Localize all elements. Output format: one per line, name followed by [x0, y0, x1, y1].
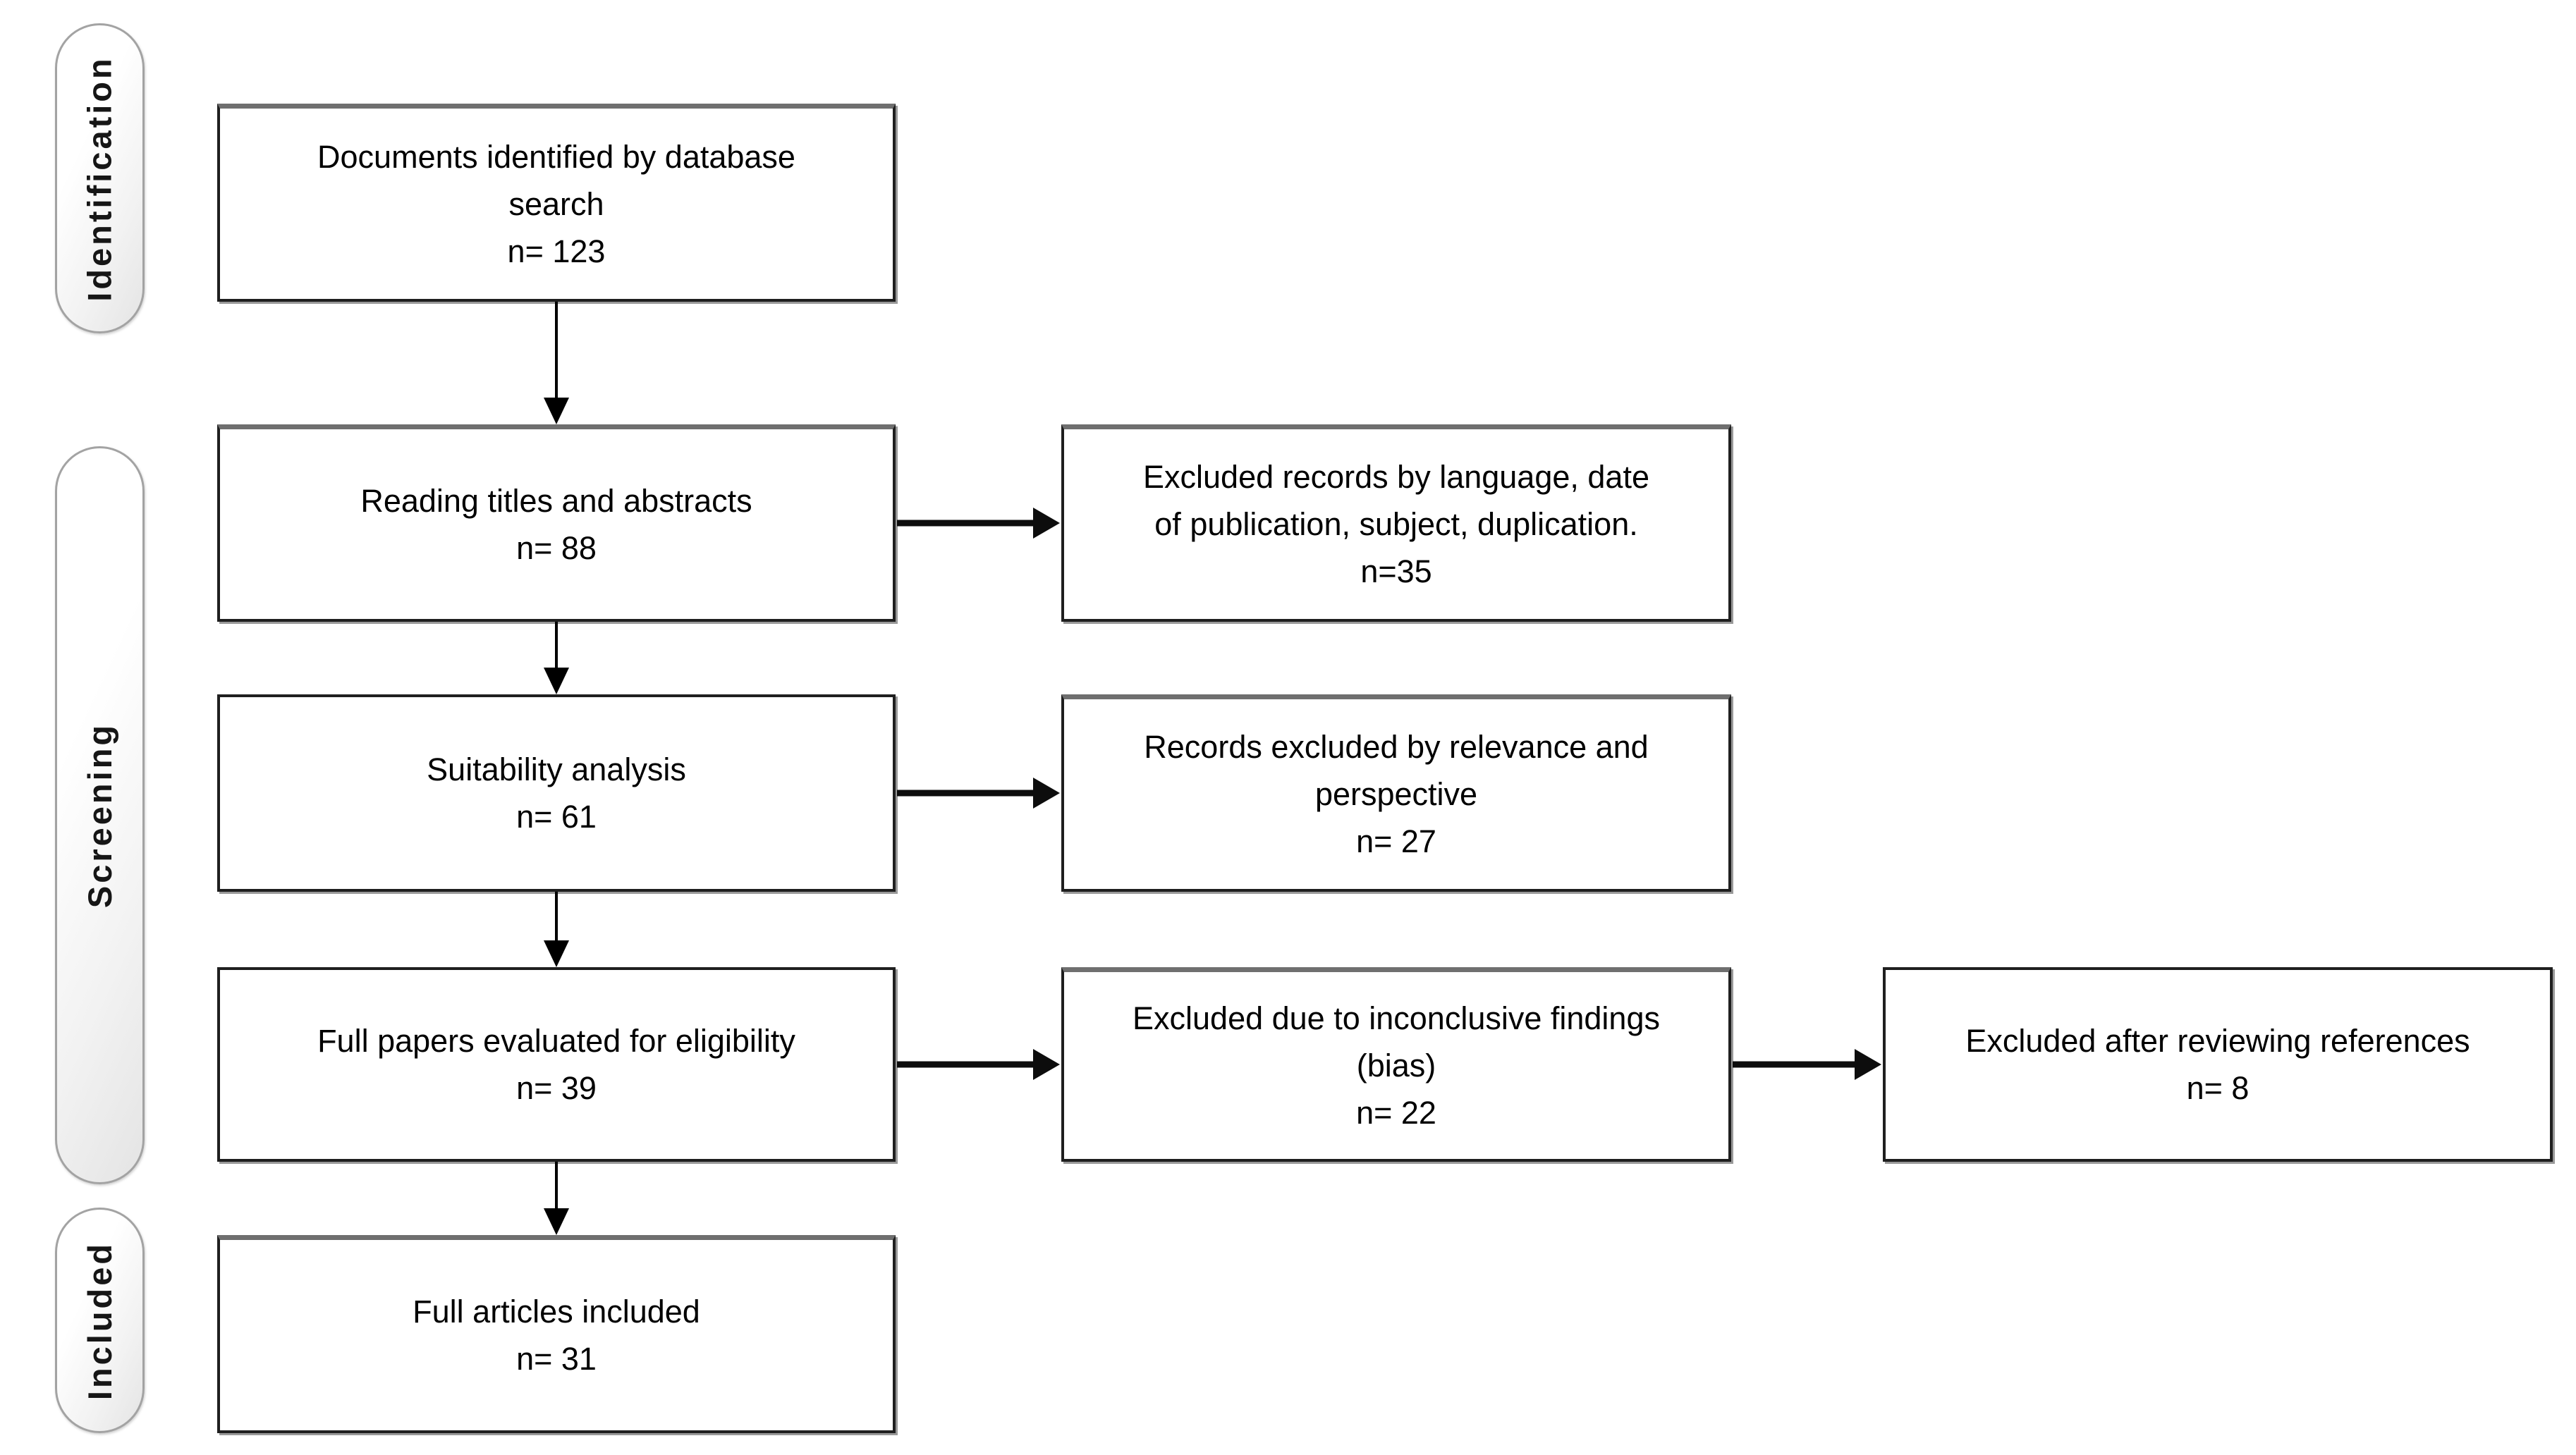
box-text-line: Suitability analysis [427, 751, 686, 787]
arrow-down-reading-to-suitability [542, 622, 570, 694]
box-text-line: Excluded after reviewing references [1965, 1023, 2470, 1059]
stage-label-included: Included [81, 1241, 119, 1400]
flow-box-excluded-records: Excluded records by language, date of pu… [1061, 424, 1731, 622]
box-count-line: n= 88 [516, 529, 597, 566]
flow-box-excluded-relevance: Records excluded by relevance and perspe… [1061, 694, 1731, 892]
box-text-line: Excluded due to inconclusive findings [1133, 1000, 1660, 1036]
stage-pill-screening: Screening [55, 446, 145, 1184]
arrow-down-identified-to-reading [542, 302, 570, 424]
stage-label-identification: Identification [81, 55, 119, 302]
box-text-line: Reading titles and abstracts [360, 482, 752, 519]
arrow-right-fullpapers-to-excluded-findings [897, 1049, 1060, 1080]
box-count-line: n= 8 [2186, 1070, 2250, 1106]
arrow-down-fullpapers-to-included [542, 1162, 570, 1235]
box-count-line: n= 61 [516, 799, 597, 835]
box-count-line: n= 31 [516, 1341, 597, 1377]
flow-box-documents-identified: Documents identified by database search … [217, 104, 896, 302]
box-count-line: n=35 [1360, 553, 1432, 589]
box-count-line: n= 22 [1356, 1095, 1436, 1131]
box-text-line: perspective [1314, 776, 1478, 812]
arrow-down-suitability-to-fullpapers [542, 892, 570, 967]
box-text-line: Records excluded by relevance and [1144, 729, 1649, 765]
flow-box-excluded-references: Excluded after reviewing references n= 8 [1883, 967, 2553, 1162]
box-text-line: of publication, subject, duplication. [1154, 506, 1638, 542]
flow-box-reading-titles: Reading titles and abstracts n= 88 [217, 424, 896, 622]
stage-pill-identification: Identification [55, 23, 145, 333]
stage-label-screening: Screening [81, 722, 118, 909]
box-count-line: n= 27 [1356, 823, 1436, 859]
arrow-right-reading-to-excluded-records [897, 508, 1060, 539]
box-text-line: Full articles included [413, 1294, 700, 1330]
box-text-line: (bias) [1356, 1048, 1436, 1083]
arrow-right-suitability-to-excluded-relevance [897, 778, 1060, 809]
box-text-line: Excluded records by language, date [1143, 459, 1649, 495]
box-text-line: search [508, 185, 604, 222]
box-text-line: Documents identified by database [317, 138, 795, 175]
box-text-line: Full papers evaluated for eligibility [317, 1023, 795, 1059]
arrow-right-excluded-findings-to-excluded-references [1733, 1049, 1881, 1080]
flow-box-excluded-findings: Excluded due to inconclusive findings (b… [1061, 967, 1731, 1162]
stage-pill-included: Included [55, 1208, 145, 1433]
flow-box-full-papers: Full papers evaluated for eligibility n=… [217, 967, 896, 1162]
box-count-line: n= 123 [507, 233, 606, 269]
box-count-line: n= 39 [516, 1070, 597, 1106]
flow-box-full-articles: Full articles included n= 31 [217, 1235, 896, 1433]
flow-box-suitability-analysis: Suitability analysis n= 61 [217, 694, 896, 892]
